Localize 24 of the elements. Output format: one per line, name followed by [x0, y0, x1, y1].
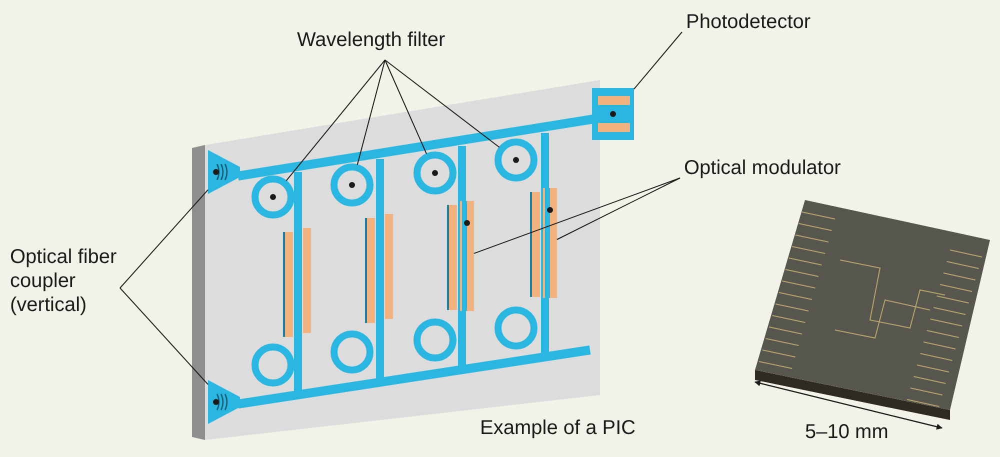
callout-text: Optical fiber coupler (vertical)	[10, 245, 128, 317]
grating-coupler	[208, 150, 240, 194]
ring-resonator	[413, 151, 457, 195]
leader-line	[384, 60, 500, 148]
leader-line	[474, 178, 680, 254]
ring-resonator	[251, 175, 295, 219]
modulator-electrode	[460, 201, 474, 311]
grating-coupler	[208, 380, 240, 424]
callout-text: Wavelength filter	[297, 28, 447, 52]
leader-line	[120, 189, 208, 288]
dimension-label: 5–10 mm	[805, 420, 888, 444]
leader-line	[120, 288, 208, 385]
leader-line	[556, 178, 680, 240]
leader-line	[286, 60, 386, 182]
callout-text: Photodetector	[686, 10, 826, 34]
caption-text: Example of a PIC	[480, 416, 636, 440]
leader-line	[634, 32, 682, 90]
ring-resonator	[494, 138, 538, 182]
modulator-electrode	[543, 188, 557, 298]
photodetector	[592, 88, 634, 140]
callout-text: Optical modulator	[684, 156, 874, 180]
leader-line	[356, 60, 386, 166]
ring-resonator	[330, 163, 374, 207]
leader-line	[384, 60, 427, 154]
